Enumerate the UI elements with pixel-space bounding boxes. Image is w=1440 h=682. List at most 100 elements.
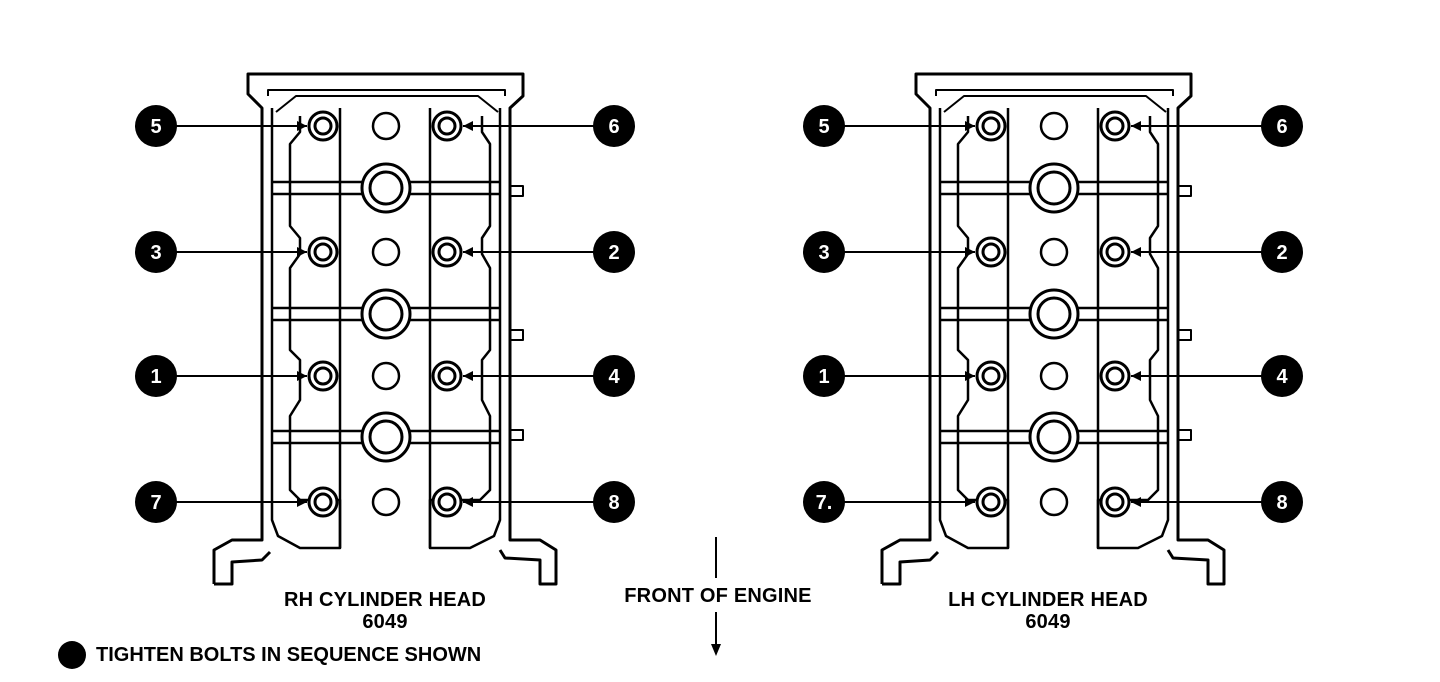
callout-dot (803, 105, 845, 147)
torque-sequence-callout: 8 (463, 481, 635, 523)
callout-arrowhead (1131, 121, 1141, 131)
head-bolt (313, 116, 333, 136)
rh-head-title: RH CYLINDER HEAD (283, 589, 487, 611)
left-inner-wall (270, 108, 342, 550)
callout-number: 8 (608, 492, 619, 514)
head-bolt (437, 366, 457, 386)
front-of-engine-arrow (711, 537, 721, 656)
callout-number: 1 (150, 366, 161, 388)
edge-notch-3 (510, 429, 524, 441)
callout-number: 7. (816, 492, 833, 514)
callout-number: 1 (818, 366, 829, 388)
torque-sequence-callout: 6 (1131, 105, 1303, 147)
coolant-passage (1039, 237, 1069, 267)
left-inner-wall (938, 108, 1010, 550)
center-boss-hole (1036, 296, 1072, 332)
lh-head-part-number: 6049 (1025, 611, 1071, 633)
callout-dot (593, 231, 635, 273)
callout-number: 3 (818, 242, 829, 264)
head-bolt (1105, 242, 1125, 262)
callout-arrowhead (463, 247, 473, 257)
callout-arrowhead (965, 121, 975, 131)
callout-dot (135, 231, 177, 273)
callout-arrowhead (463, 121, 473, 131)
torque-sequence-callout: 1 (803, 355, 975, 397)
callout-number: 3 (150, 242, 161, 264)
center-boss-hole (368, 296, 404, 332)
head-top-lip (935, 89, 1174, 96)
torque-sequence-callout: 2 (463, 231, 635, 273)
center-boss-hole (1036, 419, 1072, 455)
right-inner-wall (1096, 108, 1170, 550)
callout-dot (135, 105, 177, 147)
callout-dot (803, 481, 845, 523)
rh-cylinder-head: 5 6 3 2 1 4 7 8 (135, 72, 635, 586)
edge-notch-1 (510, 185, 524, 197)
torque-sequence-callout: 5 (135, 105, 307, 147)
head-bolt (1105, 492, 1125, 512)
callout-number: 2 (608, 242, 619, 264)
callout-number: 4 (608, 366, 620, 388)
torque-sequence-callout: 2 (1131, 231, 1303, 273)
lh-head-title: LH CYLINDER HEAD (948, 589, 1148, 611)
callout-dot (593, 481, 635, 523)
callout-arrowhead (1131, 247, 1141, 257)
head-bolt (313, 492, 333, 512)
center-boss-hole (368, 170, 404, 206)
lh-head-caption: LH CYLINDER HEAD 6049 (918, 589, 1178, 633)
head-bolt (981, 492, 1001, 512)
head-bolt (313, 366, 333, 386)
head-top-chamfer (275, 95, 499, 113)
callout-dot (1261, 355, 1303, 397)
head-bolt (981, 116, 1001, 136)
callout-number: 8 (1276, 492, 1287, 514)
center-boss-hole (1036, 170, 1072, 206)
legend-callout-dot (58, 641, 86, 669)
callout-number: 6 (608, 116, 619, 138)
callout-dot (803, 231, 845, 273)
callout-arrowhead (965, 497, 975, 507)
legend-text: TIGHTEN BOLTS IN SEQUENCE SHOWN (96, 643, 482, 666)
callout-arrowhead (965, 247, 975, 257)
callout-number: 7 (150, 492, 161, 514)
callout-number: 6 (1276, 116, 1287, 138)
head-outline-left-foot (214, 550, 272, 586)
coolant-passage (371, 487, 401, 517)
edge-notch-1 (1178, 185, 1192, 197)
callout-arrowhead (1131, 497, 1141, 507)
callout-number: 2 (1276, 242, 1287, 264)
callout-arrowhead (463, 371, 473, 381)
coolant-passage (371, 361, 401, 391)
callout-dot (135, 355, 177, 397)
head-bolt (313, 242, 333, 262)
callout-dot (1261, 481, 1303, 523)
callout-dot (593, 355, 635, 397)
rh-head-caption: RH CYLINDER HEAD 6049 (255, 589, 515, 633)
coolant-passage (371, 111, 401, 141)
coolant-passage (1039, 487, 1069, 517)
head-bolt (437, 492, 457, 512)
callout-number: 4 (1276, 366, 1288, 388)
head-outline-left-foot (882, 550, 940, 586)
front-of-engine-label: FRONT OF ENGINE (624, 585, 812, 607)
rh-head-part-number: 6049 (362, 611, 408, 633)
right-inner-wall (428, 108, 502, 550)
torque-sequence-callout: 1 (135, 355, 307, 397)
coolant-passage (1039, 361, 1069, 391)
head-bolt (981, 366, 1001, 386)
callout-dot (1261, 105, 1303, 147)
legend: TIGHTEN BOLTS IN SEQUENCE SHOWN (58, 640, 481, 670)
callout-number: 5 (150, 116, 161, 138)
torque-sequence-callout: 7. (803, 481, 975, 523)
head-bolt (437, 242, 457, 262)
head-outline (880, 72, 1226, 586)
torque-sequence-callout: 4 (463, 355, 635, 397)
head-outline (212, 72, 558, 586)
torque-sequence-callout: 3 (803, 231, 975, 273)
callout-arrowhead (297, 371, 307, 381)
head-top-chamfer (943, 95, 1167, 113)
head-bolt (437, 116, 457, 136)
callout-arrowhead (463, 497, 473, 507)
coolant-passage (1039, 111, 1069, 141)
